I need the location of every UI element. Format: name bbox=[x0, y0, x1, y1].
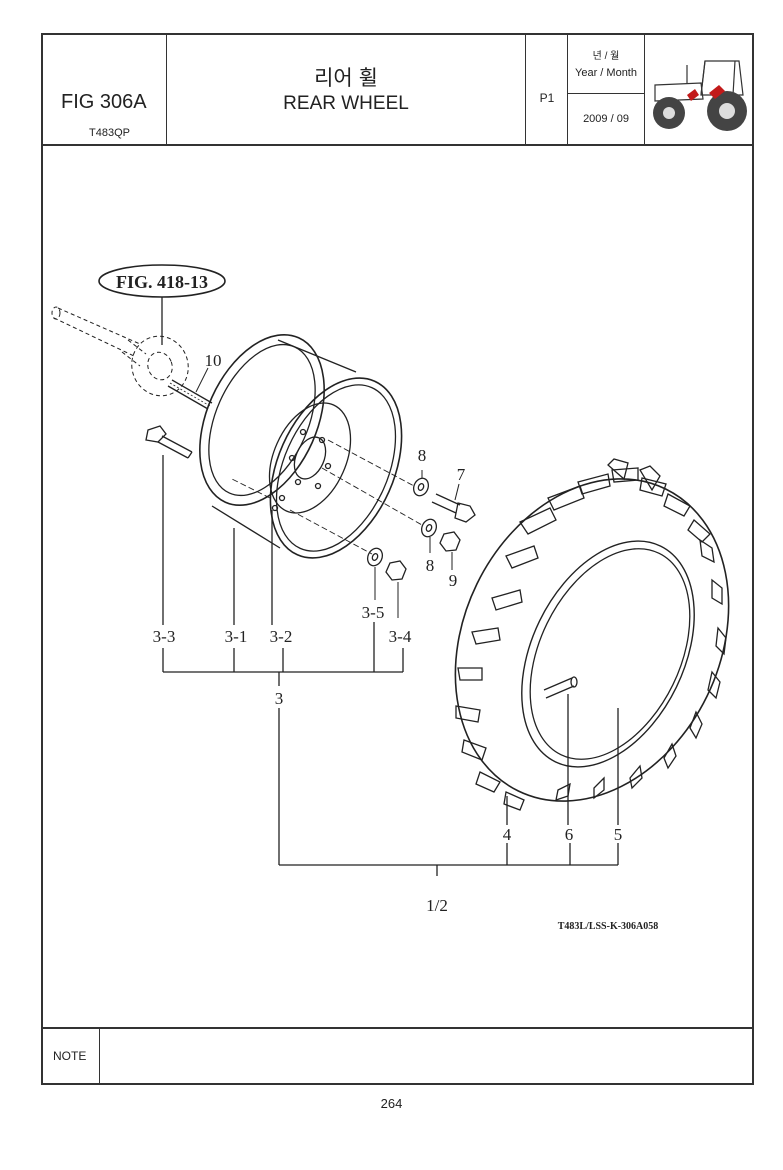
divider bbox=[567, 35, 568, 144]
note-row: NOTE bbox=[43, 1027, 752, 1083]
divider bbox=[166, 35, 167, 144]
callout-3-1: 3-1 bbox=[225, 627, 248, 646]
callout-8-top: 8 bbox=[418, 446, 427, 465]
rim-assembly bbox=[199, 333, 403, 559]
page-code: P1 bbox=[539, 91, 555, 105]
wheel-disc bbox=[268, 402, 352, 514]
hex-bolt-3-3 bbox=[145, 425, 193, 459]
page-frame: FIG 306A T483QP 리어 휠 REAR WHEEL P1 년 / 월… bbox=[41, 33, 754, 1085]
nut-3-4 bbox=[385, 560, 407, 581]
hex-bolt-7 bbox=[431, 493, 476, 523]
callout-3-3: 3-3 bbox=[153, 627, 176, 646]
model-code: T483QP bbox=[89, 127, 130, 139]
tire bbox=[454, 458, 730, 811]
callout-10: 10 bbox=[205, 351, 222, 370]
divider bbox=[644, 35, 645, 144]
callout-5: 5 bbox=[614, 825, 623, 844]
divider bbox=[99, 1029, 100, 1083]
callout-9: 9 bbox=[449, 571, 458, 590]
title-english: REAR WHEEL bbox=[283, 93, 409, 114]
stud-bolt-10 bbox=[167, 379, 213, 410]
nut-9 bbox=[439, 531, 461, 552]
year-month-english: Year / Month bbox=[575, 67, 637, 79]
tractor-icon bbox=[653, 60, 747, 131]
valve-6 bbox=[543, 676, 578, 699]
divider bbox=[568, 93, 644, 94]
fig-ref-label[interactable]: FIG. 418-13 bbox=[116, 272, 208, 292]
divider bbox=[525, 35, 526, 144]
axle-shaft bbox=[51, 306, 189, 397]
callout-3: 3 bbox=[275, 689, 284, 708]
drawing-code: T483L/LSS-K-306A058 bbox=[558, 921, 659, 932]
callout-8-lower: 8 bbox=[426, 556, 435, 575]
callout-7: 7 bbox=[457, 465, 466, 484]
page-number: 264 bbox=[380, 1096, 403, 1111]
figure-number: FIG 306A bbox=[61, 91, 147, 113]
callout-3-4: 3-4 bbox=[389, 627, 412, 646]
callout-1-2: 1/2 bbox=[426, 896, 448, 915]
year-month-korean: 년 / 월 bbox=[592, 51, 620, 62]
washer-3-5 bbox=[366, 547, 384, 567]
issue-date: 2009 / 09 bbox=[583, 113, 629, 125]
title-korean: 리어 휠 bbox=[314, 67, 378, 90]
note-label: NOTE bbox=[53, 1049, 87, 1063]
callout-4: 4 bbox=[503, 825, 512, 844]
title-block: FIG 306A T483QP 리어 휠 REAR WHEEL P1 년 / 월… bbox=[43, 35, 752, 146]
callout-6: 6 bbox=[565, 825, 574, 844]
washer-8-top bbox=[412, 477, 430, 497]
callout-3-2: 3-2 bbox=[270, 627, 293, 646]
callout-3-5: 3-5 bbox=[362, 603, 385, 622]
washer-8-lower bbox=[420, 518, 438, 538]
